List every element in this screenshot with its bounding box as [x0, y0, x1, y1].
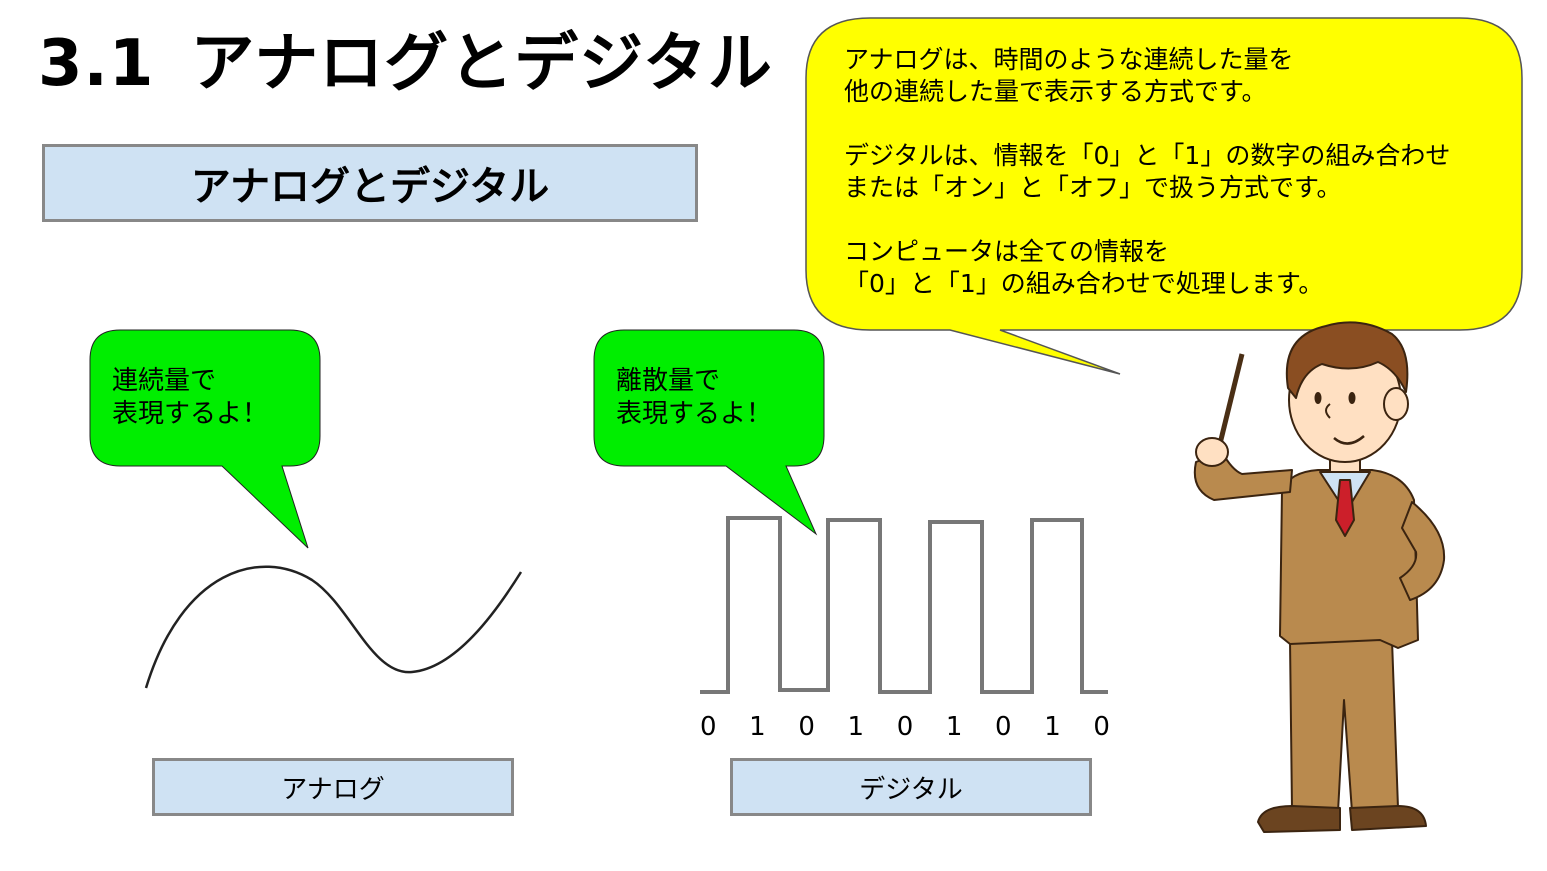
narration-line: 「0」と「1」の組み合わせで処理します。: [844, 269, 1324, 298]
analog-bubble-text: 連続量で 表現するよ！: [112, 365, 268, 431]
narration-text: アナログは、時間のような連続した量を 他の連続した量で表示する方式です。 デジタ…: [844, 44, 1450, 300]
bit-label: 1: [1044, 712, 1061, 742]
slide-number: 3.1: [38, 27, 155, 101]
bit-label: 1: [749, 712, 766, 742]
section-heading: アナログとデジタル: [42, 144, 698, 222]
narration-line: コンピュータは全ての情報を: [844, 237, 1170, 266]
teacher-with-pointer-icon: [1193, 321, 1446, 833]
bit-label: 1: [847, 712, 865, 742]
bit-label: 1: [945, 712, 963, 742]
narration-line: デジタルは、情報を「0」と「1」の数字の組み合わせ: [844, 141, 1451, 170]
digital-label: デジタル: [730, 758, 1092, 816]
narration-line: 他の連続した量で表示する方式です。: [844, 77, 1267, 106]
analog-label: アナログ: [152, 758, 514, 816]
bit-label: 0: [896, 712, 914, 742]
digital-bubble-text: 離散量で 表現するよ！: [616, 365, 772, 431]
narration-line: アナログは、時間のような連続した量を: [844, 45, 1294, 74]
bit-sequence: 0 1 0 1 0 1 0 1 0: [700, 712, 1110, 744]
bit-label: 0: [798, 712, 815, 742]
digital-square-wave: [700, 516, 1108, 694]
analog-bubble-line: 表現するよ！: [112, 399, 269, 429]
digital-bubble-line: 離散量で: [616, 366, 721, 396]
slide-title: アナログとデジタル: [190, 27, 773, 101]
bit-label: 0: [1093, 712, 1110, 742]
analog-speech-bubble: [89, 329, 321, 549]
analog-bubble-line: 連続量で: [112, 366, 217, 396]
narration-line: または「オン」と「オフ」で扱う方式です。: [844, 173, 1342, 202]
bit-label: 0: [700, 712, 717, 742]
analog-wave: [144, 565, 523, 689]
digital-bubble-line: 表現するよ！: [616, 399, 773, 429]
digital-speech-bubble: [593, 329, 825, 536]
bit-label: 0: [995, 712, 1012, 742]
page-title: 3.1 アナログとデジタル: [38, 22, 773, 106]
narration-bubble: [805, 17, 1523, 375]
